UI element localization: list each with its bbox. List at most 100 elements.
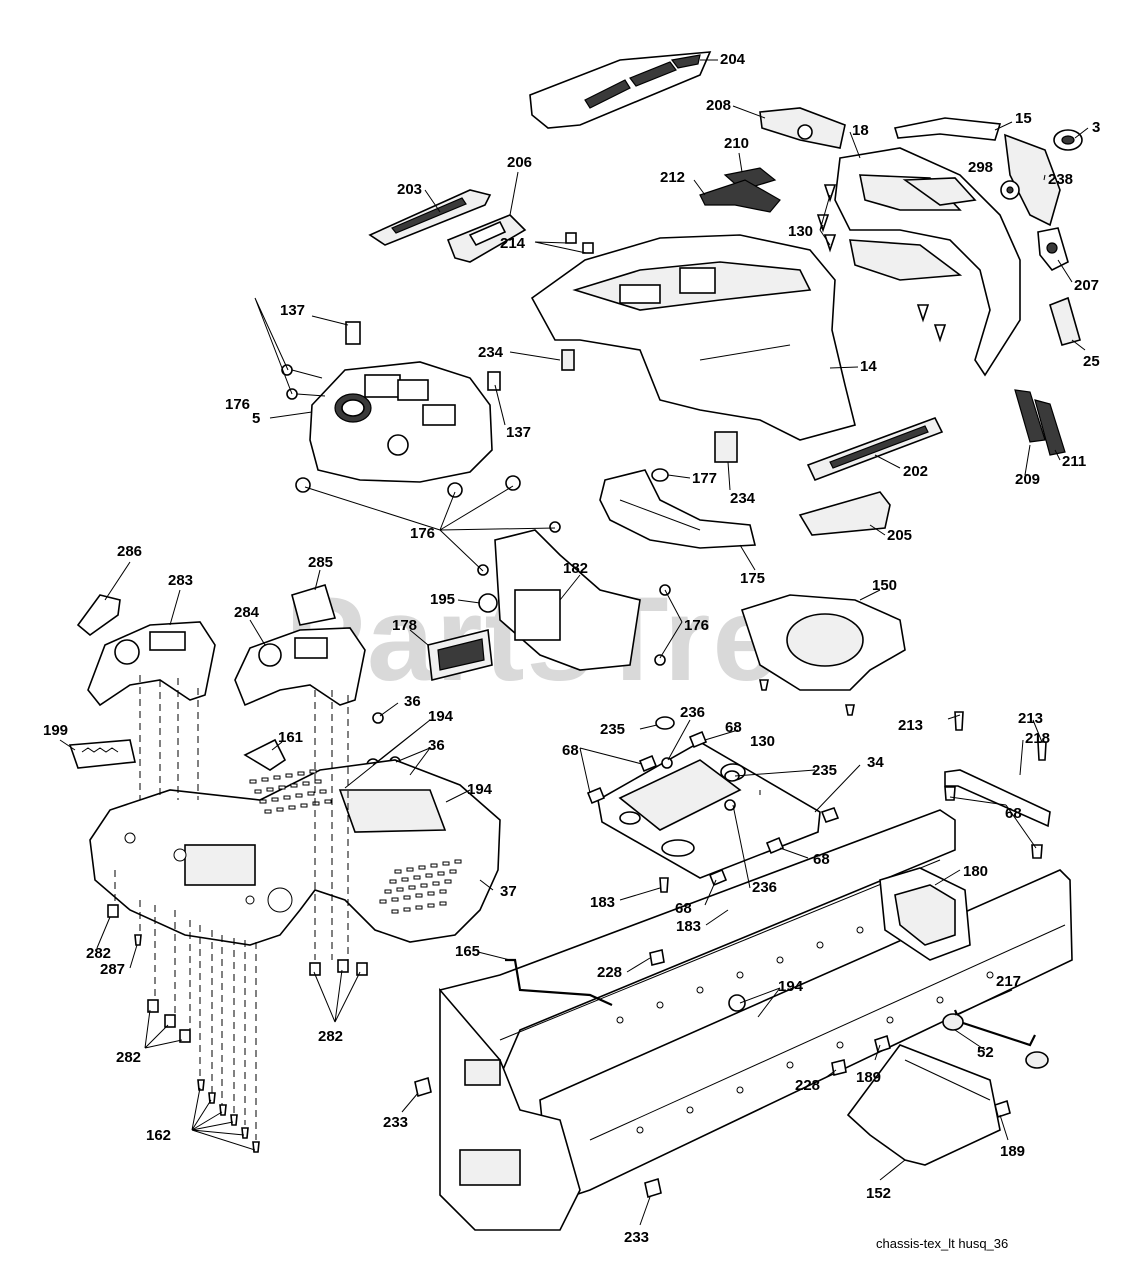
- part-52-bushing-b: [1025, 1051, 1049, 1069]
- callout-labels: 204 208 15 3 18 210 298 212 206 203 238 …: [43, 51, 1100, 1246]
- callout-182: 182: [563, 560, 588, 577]
- part-68-bolts: [586, 730, 1043, 887]
- callout-194-top: 194: [428, 708, 454, 725]
- part-284-console-cover: [234, 627, 366, 707]
- callout-214: 214: [500, 235, 526, 252]
- part-203-side-rail: [368, 189, 492, 246]
- part-209-vent: [1014, 389, 1046, 443]
- callout-165: 165: [455, 943, 480, 960]
- callout-212: 212: [660, 169, 685, 186]
- callout-217: 217: [996, 973, 1021, 990]
- callout-175: 175: [740, 570, 765, 587]
- part-3-emblem: [1053, 129, 1083, 151]
- callout-183-left: 183: [590, 894, 615, 911]
- callout-183-right: 183: [676, 918, 701, 935]
- part-238-side-panel: [1004, 133, 1061, 227]
- part-234-pad-b: [714, 431, 738, 463]
- callout-234-upper: 234: [478, 344, 504, 361]
- callout-283: 283: [168, 572, 193, 589]
- callout-204: 204: [720, 51, 746, 68]
- callout-203: 203: [397, 181, 422, 198]
- part-213-bolt-b: [1037, 741, 1047, 761]
- part-205-duct: [798, 491, 891, 536]
- part-235-washer-a: [655, 716, 675, 730]
- callout-234-lower: 234: [730, 490, 756, 507]
- part-182-console: [494, 529, 641, 671]
- callout-5: 5: [252, 410, 260, 427]
- part-25-corner-trim: [1049, 296, 1081, 346]
- part-180-support: [879, 867, 971, 961]
- part-204-hood-top: [529, 51, 712, 129]
- diagram-reference-code: chassis-tex_lt husq_36: [876, 1236, 1008, 1251]
- callout-52: 52: [977, 1044, 994, 1061]
- part-213-bolt-a: [954, 711, 964, 731]
- callout-68-lower: 68: [675, 900, 692, 917]
- callout-176-left: 176: [225, 396, 250, 413]
- part-285-trim: [291, 584, 337, 626]
- callout-218: 218: [1025, 730, 1050, 747]
- part-236-nut-a: [661, 757, 673, 769]
- callout-137-right: 137: [506, 424, 531, 441]
- part-18-fender: [834, 147, 1021, 377]
- callout-228-bottom: 228: [795, 1077, 820, 1094]
- callout-68-bottom: 68: [813, 851, 830, 868]
- callout-205: 205: [887, 527, 912, 544]
- callout-34: 34: [867, 754, 884, 771]
- callout-213-left: 213: [898, 717, 923, 734]
- part-176-screws-middle: [477, 521, 671, 666]
- callout-194-bottom: 194: [778, 978, 804, 995]
- part-137-tab-right: [487, 371, 501, 391]
- callout-189-right: 189: [1000, 1143, 1025, 1160]
- callout-189-left: 189: [856, 1069, 881, 1086]
- part-165-rod: [505, 958, 613, 1007]
- part-212-grille: [699, 179, 781, 213]
- callout-213-right: 213: [1018, 710, 1043, 727]
- callout-286: 286: [117, 543, 142, 560]
- part-14-hood: [530, 234, 856, 441]
- callout-233-bottom: 233: [624, 1229, 649, 1246]
- callout-238: 238: [1048, 171, 1073, 188]
- part-234-pad-a: [561, 349, 575, 371]
- callout-206: 206: [507, 154, 532, 171]
- part-214-clip-b: [582, 242, 594, 254]
- part-175-bracket: [599, 469, 757, 549]
- callout-199: 199: [43, 722, 68, 739]
- part-214-clip-a: [565, 232, 577, 244]
- part-218-bracket: [944, 769, 1051, 828]
- assembly-dashed-lines: [114, 675, 349, 1140]
- callout-195: 195: [430, 591, 455, 608]
- part-282-clips: [107, 904, 368, 1043]
- part-137-tab-top: [345, 321, 361, 345]
- callout-161: 161: [278, 729, 303, 746]
- part-233-bolt-a: [414, 1076, 432, 1098]
- callout-235-top: 235: [600, 721, 625, 738]
- pan-vent-holes-left: [249, 769, 332, 814]
- callout-36-top: 36: [404, 693, 421, 710]
- part-34-plate: [597, 741, 821, 879]
- callout-236-top: 236: [680, 704, 705, 721]
- part-150-dash-cover: [740, 594, 906, 691]
- callout-152: 152: [866, 1185, 891, 1202]
- callout-3: 3: [1092, 119, 1100, 136]
- callout-208: 208: [706, 97, 731, 114]
- part-286-cap: [76, 594, 121, 637]
- part-130-bolts: [759, 184, 947, 716]
- part-298-cap: [1000, 180, 1020, 200]
- callout-282-right: 282: [318, 1028, 343, 1045]
- callout-68-left: 68: [562, 742, 579, 759]
- callout-233-left: 233: [383, 1114, 408, 1131]
- callout-209: 209: [1015, 471, 1040, 488]
- callout-150: 150: [872, 577, 897, 594]
- part-228-bolt-a: [649, 949, 665, 966]
- part-52-bushing-a: [942, 1013, 964, 1031]
- part-217-rod: [953, 1009, 1036, 1047]
- part-183-bolt-a: [659, 877, 669, 893]
- callout-211: 211: [1062, 453, 1086, 470]
- callout-287: 287: [100, 961, 125, 978]
- callout-298: 298: [968, 159, 993, 176]
- part-37-pan: [89, 759, 501, 946]
- part-152-shield: [846, 1044, 1001, 1166]
- callout-130-lower: 130: [750, 733, 775, 750]
